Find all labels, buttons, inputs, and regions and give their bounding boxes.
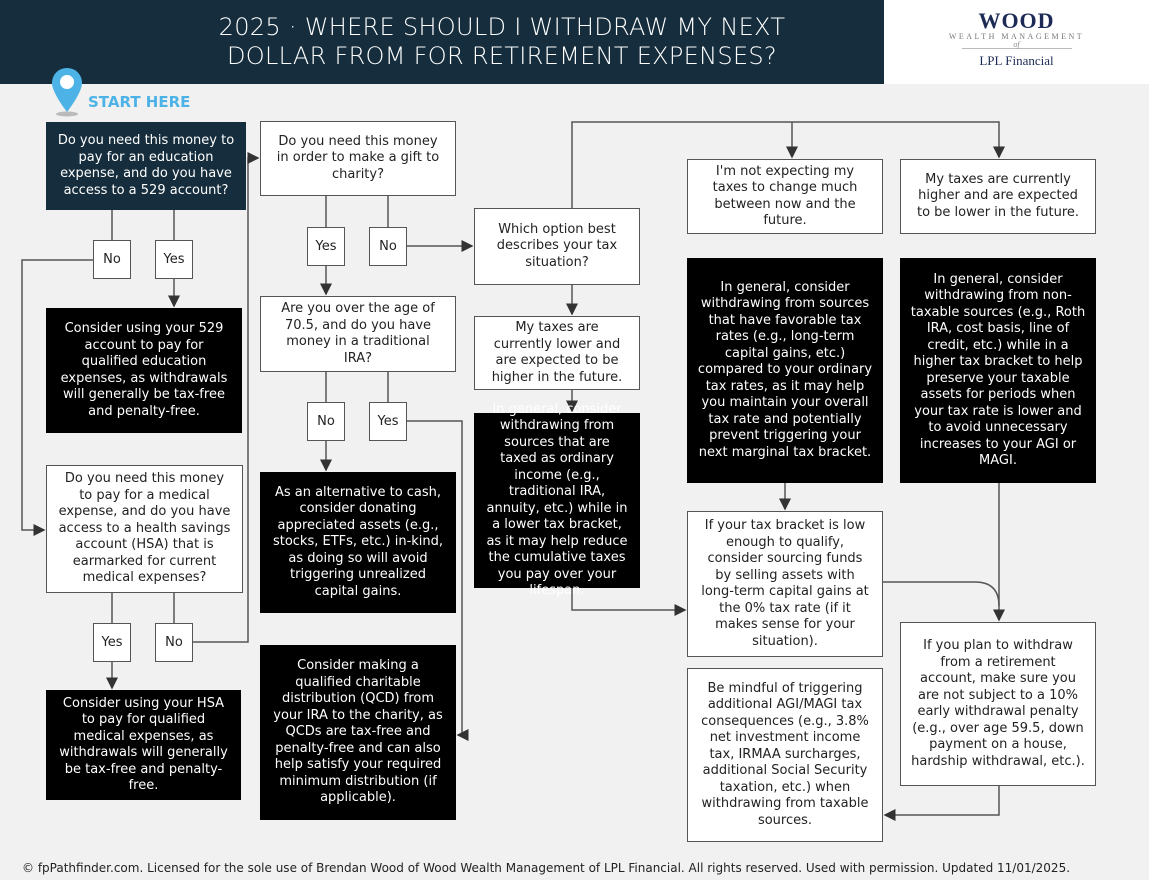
note-penalty: If you plan to withdraw from a retiremen… — [900, 622, 1096, 786]
option-higher: My taxes are currently higher and are ex… — [900, 159, 1096, 234]
answer-higher: In general, consider withdrawing from no… — [900, 258, 1096, 483]
education-no-button[interactable]: No — [93, 240, 131, 279]
option-lower: My taxes are currently lower and are exp… — [474, 316, 640, 390]
logo: WOOD WEALTH MANAGEMENT of LPL Financial — [884, 0, 1149, 84]
question-medical: Do you need this money to pay for a medi… — [46, 465, 243, 593]
charity-no-button[interactable]: No — [369, 227, 407, 266]
question-education: Do you need this money to pay for an edu… — [46, 122, 246, 210]
question-tax: Which option best describes your tax sit… — [474, 208, 640, 285]
answer-lower: In general, consider withdrawing from so… — [474, 402, 640, 598]
answer-529: Consider using your 529 account to pay f… — [46, 308, 242, 433]
medical-no-button[interactable]: No — [155, 623, 193, 662]
option-same: I'm not expecting my taxes to change muc… — [687, 159, 883, 234]
note-agi: Be mindful of triggering additional AGI/… — [687, 668, 883, 842]
charity-yes-button[interactable]: Yes — [307, 227, 345, 266]
answer-donate: As an alternative to cash, consider dona… — [260, 472, 456, 613]
question-charity: Do you need this money in order to make … — [260, 121, 456, 196]
answer-same: In general, consider withdrawing from so… — [687, 258, 883, 483]
age-no-button[interactable]: No — [307, 402, 345, 441]
medical-yes-button[interactable]: Yes — [93, 623, 131, 662]
start-label: START HERE — [88, 93, 191, 111]
location-pin-icon — [52, 68, 82, 117]
education-yes-button[interactable]: Yes — [155, 240, 193, 279]
lpl-logo: LPL Financial — [979, 53, 1054, 68]
answer-qcd: Consider making a qualified charitable d… — [260, 645, 456, 820]
note-zero-percent: If your tax bracket is low enough to qua… — [687, 511, 883, 657]
age-yes-button[interactable]: Yes — [369, 402, 407, 441]
answer-hsa: Consider using your HSA to pay for quali… — [46, 690, 241, 800]
question-age: Are you over the age of 70.5, and do you… — [260, 296, 456, 372]
footer: © fpPathfinder.com. Licensed for the sol… — [22, 861, 1071, 875]
